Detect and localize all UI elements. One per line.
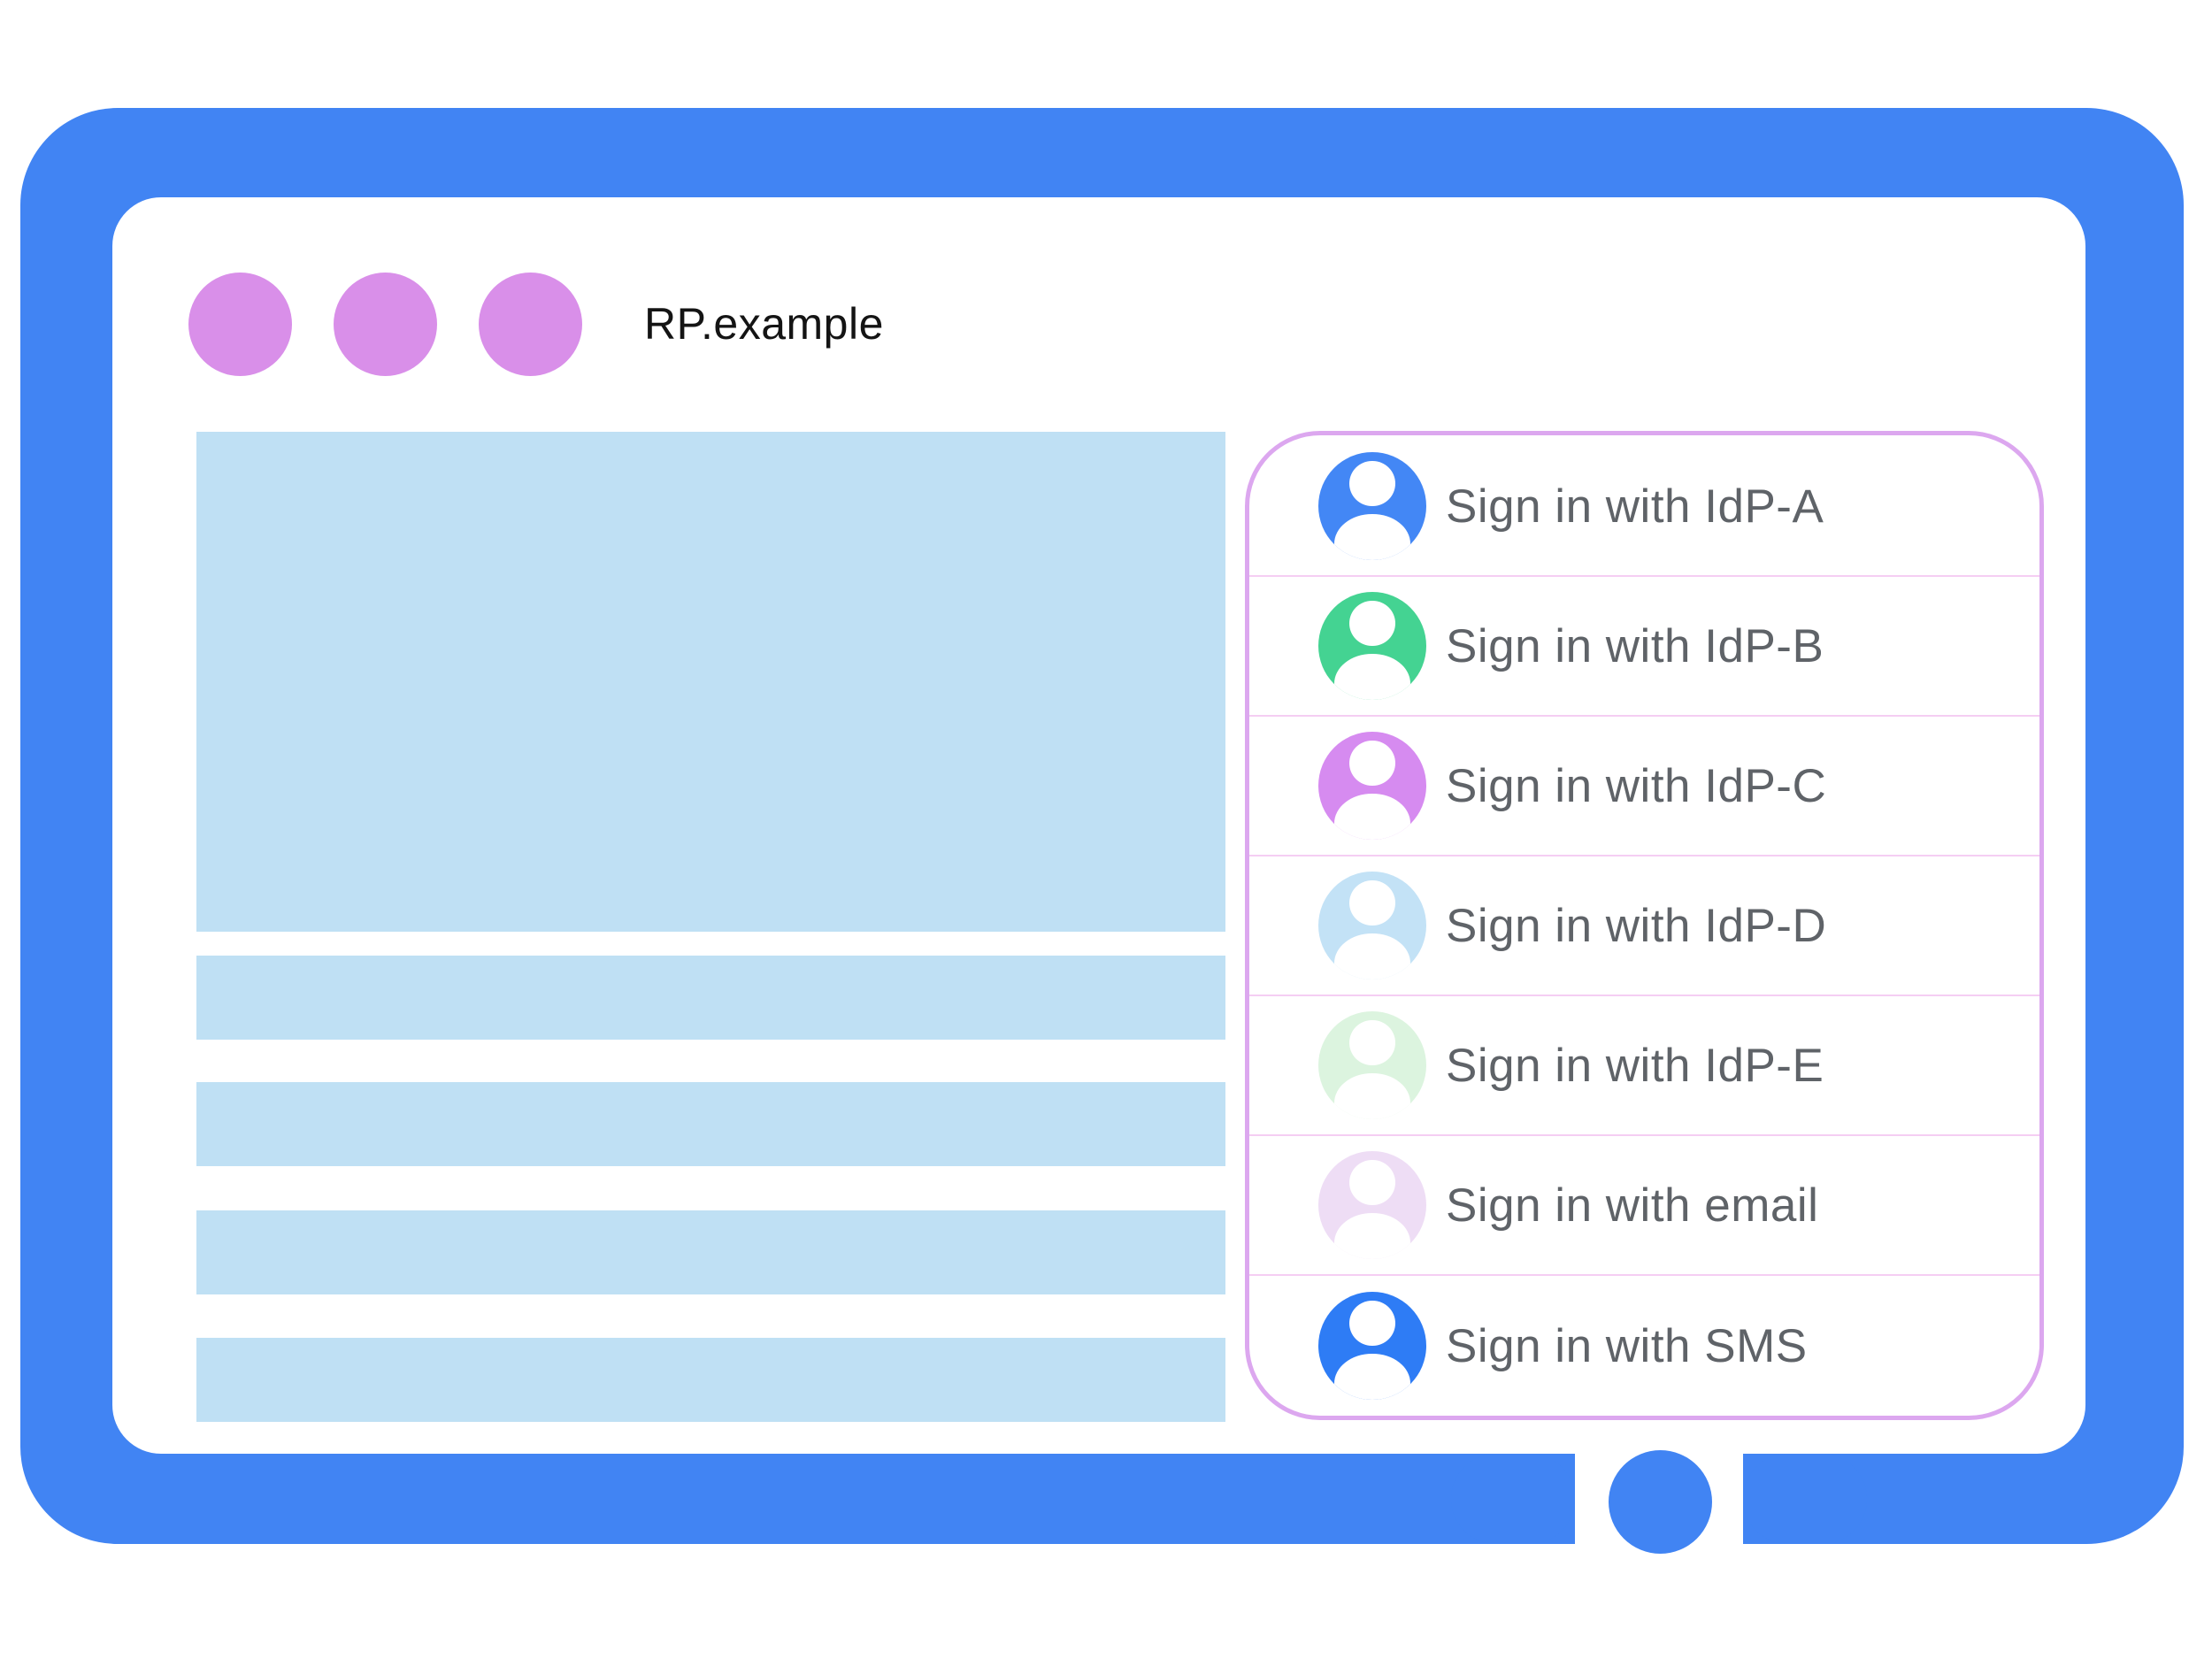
signin-option-label: Sign in with email [1446,1179,1819,1232]
user-avatar-icon [1318,872,1426,979]
avatar-head [1349,1300,1395,1346]
user-avatar-icon [1318,732,1426,840]
avatar-torso [1334,513,1410,560]
frame-bottom-cap-left [1451,1454,1575,1544]
avatar-torso [1334,1353,1410,1400]
home-button[interactable] [1609,1450,1712,1554]
avatar-head [1349,740,1395,786]
avatar-torso [1334,1072,1410,1119]
user-avatar-icon [1318,452,1426,560]
signin-option-label: Sign in with IdP-B [1446,619,1824,672]
hero-placeholder [196,432,1225,932]
user-avatar-icon [1318,1011,1426,1119]
text-placeholder-bar [196,956,1225,1040]
signin-option-row[interactable]: Sign in with IdP-D [1249,856,2039,996]
user-avatar-icon [1318,1151,1426,1259]
frame-bottom-cap-right [1743,1454,1867,1544]
avatar-head [1349,1019,1395,1065]
signin-option-label: Sign in with IdP-E [1446,1039,1824,1092]
signin-option-row[interactable]: Sign in with email [1249,1136,2039,1276]
avatar-torso [1334,933,1410,979]
window-dot-icon [479,273,582,376]
avatar-head [1349,879,1395,926]
signin-option-label: Sign in with IdP-C [1446,759,1827,812]
signin-option-row[interactable]: Sign in with IdP-E [1249,996,2039,1136]
user-avatar-icon [1318,592,1426,700]
signin-option-row[interactable]: Sign in with IdP-C [1249,717,2039,856]
avatar-torso [1334,1212,1410,1259]
text-placeholder-bar [196,1338,1225,1422]
signin-option-label: Sign in with IdP-D [1446,899,1827,952]
user-avatar-icon [1318,1292,1426,1400]
signin-option-row[interactable]: Sign in with IdP-A [1249,437,2039,577]
text-placeholder-bar [196,1082,1225,1166]
avatar-torso [1334,793,1410,840]
page-title: RP.example [644,299,884,349]
signin-option-label: Sign in with IdP-A [1446,480,1824,533]
signin-panel: Sign in with IdP-A Sign in with IdP-B Si… [1245,431,2044,1420]
avatar-head [1349,460,1395,506]
signin-option-label: Sign in with SMS [1446,1319,1808,1372]
signin-option-row[interactable]: Sign in with SMS [1249,1276,2039,1416]
window-dot-icon [334,273,437,376]
window-dot-icon [188,273,292,376]
text-placeholder-bar [196,1210,1225,1294]
avatar-head [1349,1159,1395,1205]
avatar-head [1349,600,1395,646]
signin-option-row[interactable]: Sign in with IdP-B [1249,577,2039,717]
avatar-torso [1334,653,1410,700]
